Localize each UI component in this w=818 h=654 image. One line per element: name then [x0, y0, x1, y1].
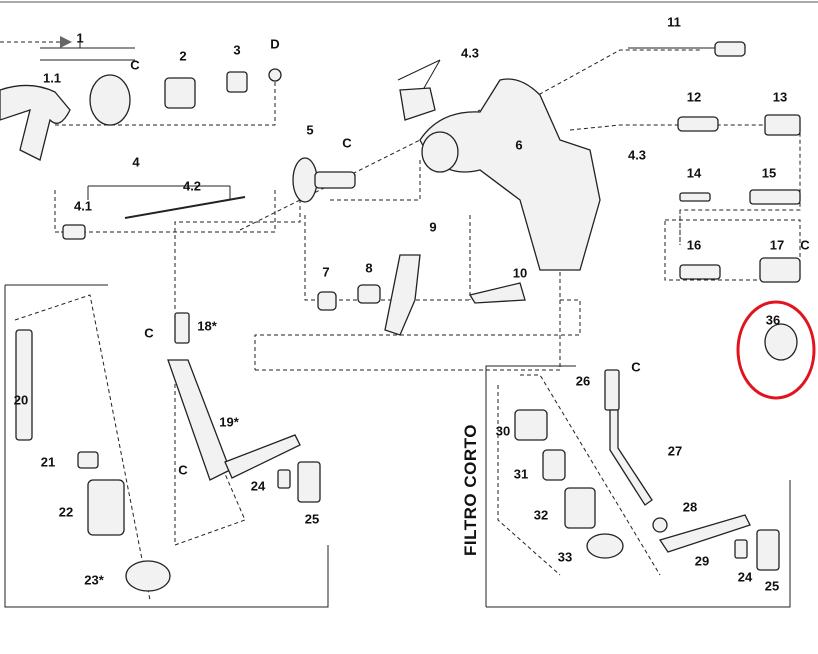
part-label: 4.1 — [73, 198, 93, 214]
part-label: 2 — [179, 48, 187, 64]
part-label: 16 — [686, 237, 702, 253]
part-label: 31 — [513, 466, 529, 482]
part-label: C — [130, 57, 140, 73]
part-label-highlighted: 36 — [765, 312, 781, 328]
part-label: 26 — [575, 373, 591, 389]
part-label: 32 — [533, 507, 549, 523]
part-label: 4 — [132, 154, 140, 170]
part-label: 20 — [13, 392, 29, 408]
part-label: 22 — [58, 504, 74, 520]
part-label: 4.2 — [182, 178, 202, 194]
highlight-circle — [736, 300, 816, 400]
part-label: 19* — [219, 414, 239, 430]
part-label: 7 — [322, 264, 330, 280]
part-label: 14 — [686, 165, 702, 181]
part-label: 3 — [233, 42, 241, 58]
part-label: 1 — [76, 30, 84, 46]
part-label: 24 — [737, 569, 753, 585]
part-label: 25 — [304, 511, 320, 527]
part-label: 12 — [686, 89, 702, 105]
part-label: 33 — [557, 549, 573, 565]
part-label: C — [178, 462, 188, 478]
part-label: 17 — [769, 237, 785, 253]
part-label: 13 — [772, 89, 788, 105]
part-label: D — [270, 36, 280, 52]
part-label: 10 — [512, 265, 528, 281]
part-label: 25 — [764, 578, 780, 594]
part-label: 1.1 — [42, 70, 62, 86]
part-label: C — [631, 359, 641, 375]
part-label: 28 — [682, 499, 698, 515]
part-label: 5 — [306, 122, 314, 138]
part-label: 29 — [694, 553, 710, 569]
part-label: C — [144, 325, 154, 341]
section-boxes — [4, 38, 791, 608]
part-label: 30 — [495, 423, 511, 439]
part-label: 24 — [250, 478, 266, 494]
part-label: 18* — [197, 318, 217, 334]
part-label: C — [342, 135, 352, 151]
part-label: 4.3 — [627, 147, 647, 163]
part-label: 9 — [429, 219, 437, 235]
part-label: 11 — [667, 14, 681, 30]
section-title: FILTRO CORTO — [461, 424, 480, 556]
part-label: 23* — [84, 572, 104, 588]
part-label: 21 — [40, 454, 56, 470]
arrow-head-icon — [60, 36, 72, 48]
part-label: 27 — [667, 443, 683, 459]
part-label: C — [800, 237, 810, 253]
part-label: 8 — [365, 260, 373, 276]
part-label: 4.3 — [460, 45, 480, 61]
part-label: 15 — [761, 165, 777, 181]
parts — [0, 41, 801, 592]
part-label: 6 — [515, 137, 523, 153]
